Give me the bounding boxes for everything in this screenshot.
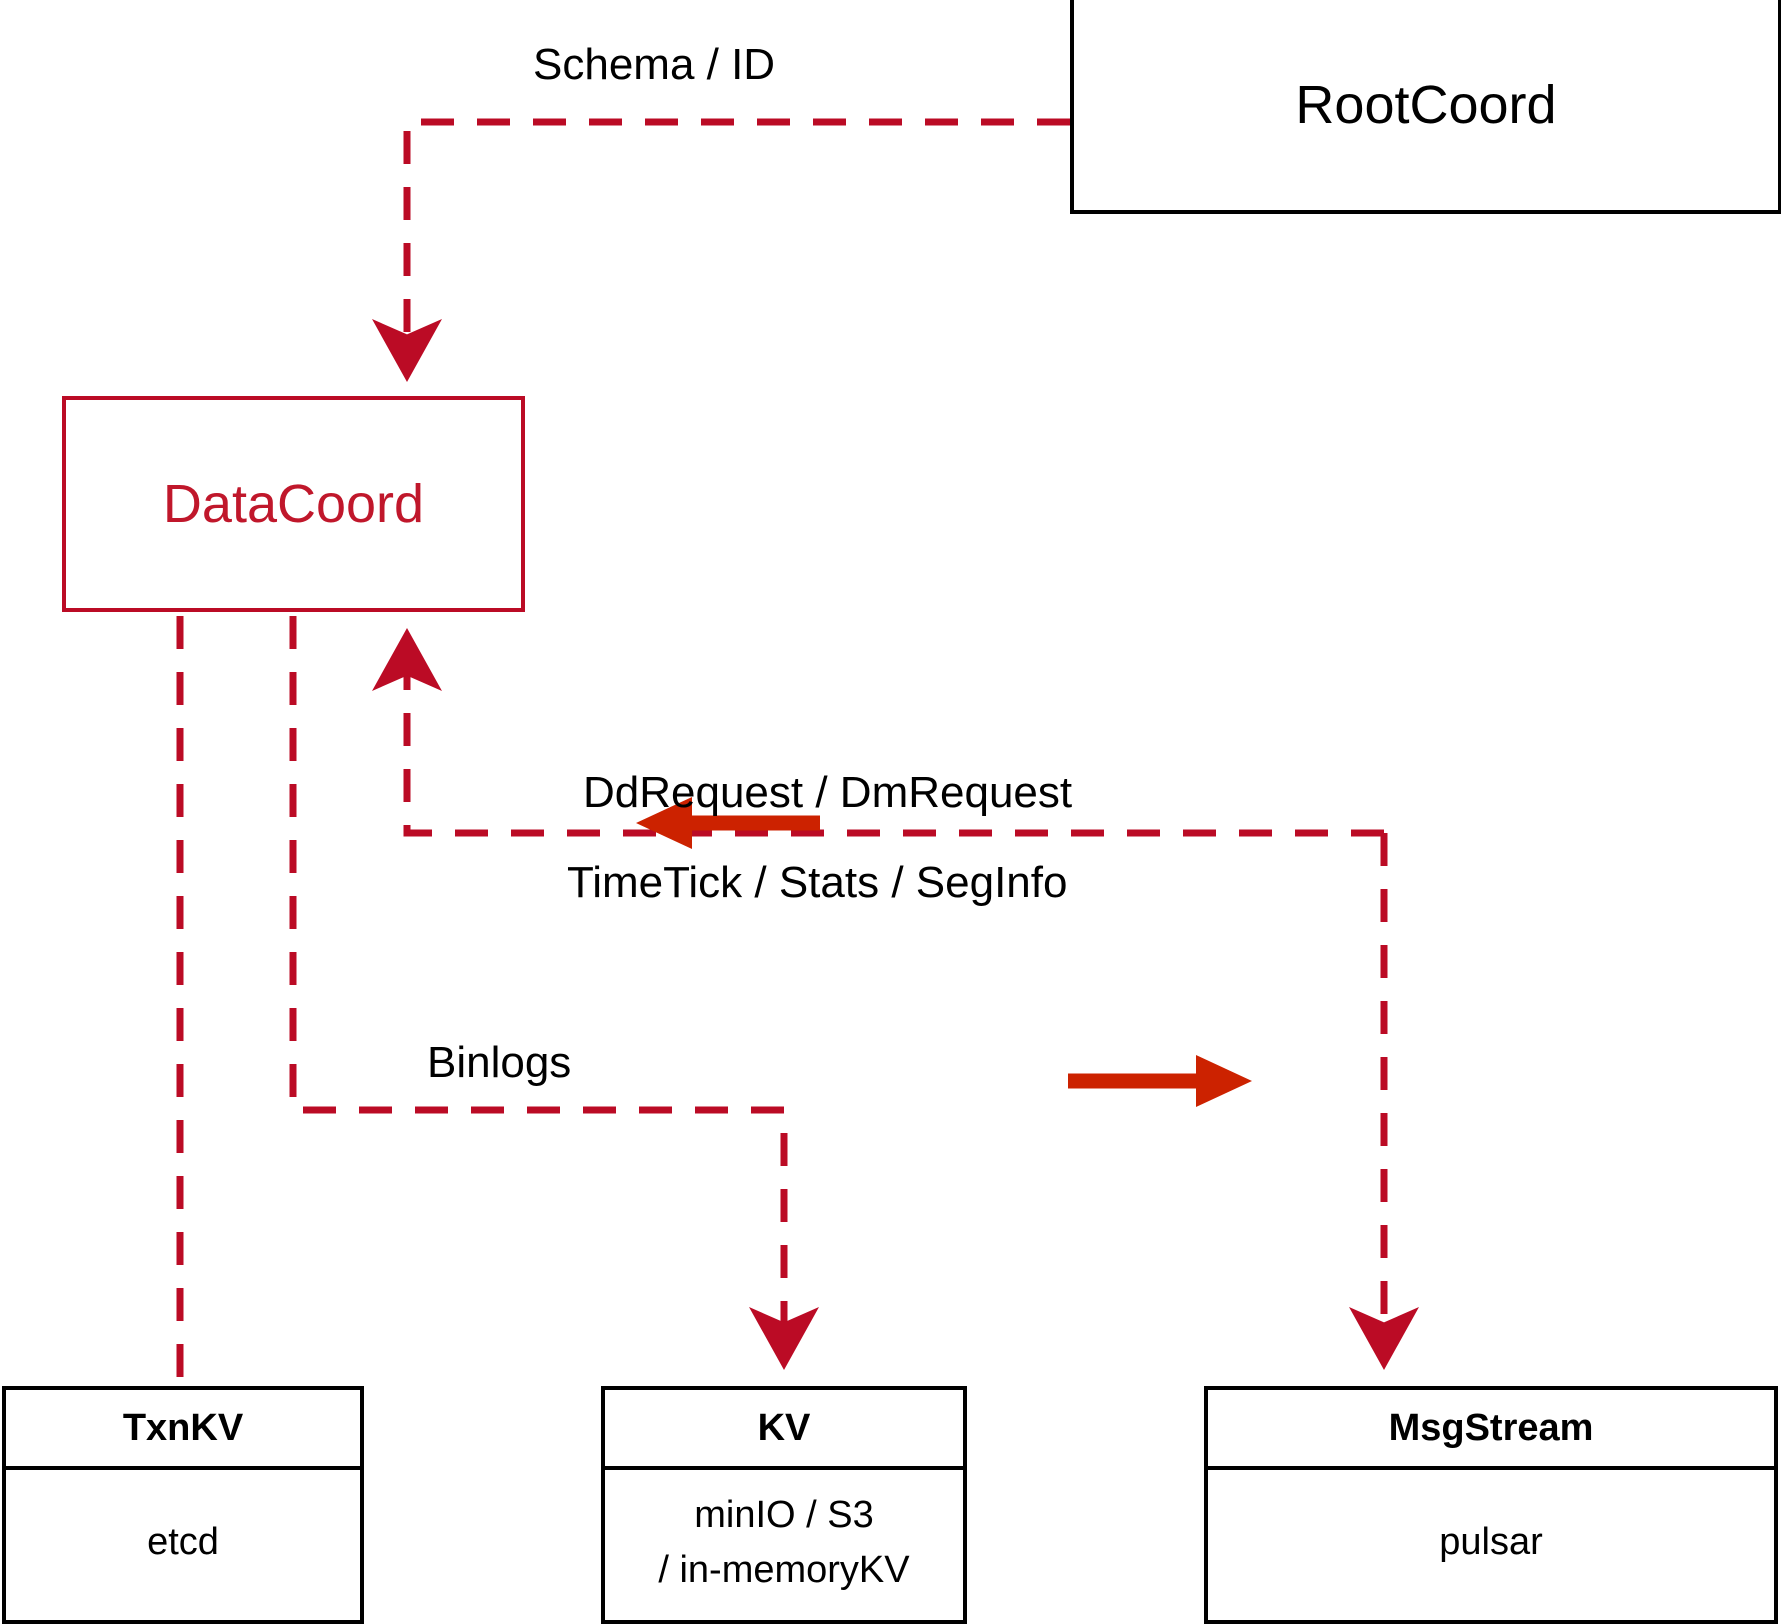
node-msgstream[interactable]: MsgStream pulsar (1204, 1386, 1778, 1624)
node-txnkv-divider (6, 1466, 360, 1470)
node-kv-sub-line1: minIO / S3 (694, 1493, 874, 1536)
direction-arrow-left-icon (636, 797, 820, 849)
node-txnkv-title: TxnKV (122, 1406, 244, 1449)
node-rootcoord-title: RootCoord (1295, 75, 1557, 135)
edge-label-ddrequest-dmrequest: DdRequest / DmRequest (583, 768, 1073, 817)
node-kv-title: KV (757, 1406, 811, 1449)
node-datacoord[interactable]: DataCoord (62, 396, 525, 612)
node-txnkv-body: etcd (6, 1470, 360, 1620)
node-msgstream-divider (1208, 1466, 1774, 1470)
node-kv[interactable]: KV minIO / S3 / in-memoryKV (601, 1386, 967, 1624)
node-txnkv-sub-line1: etcd (147, 1521, 219, 1564)
edge-label-binlogs: Binlogs (427, 1038, 572, 1087)
edge-binlogs (289, 616, 819, 1370)
node-txnkv[interactable]: TxnKV etcd (2, 1386, 364, 1624)
node-datacoord-title: DataCoord (162, 474, 425, 534)
node-kv-body: minIO / S3 / in-memoryKV (605, 1470, 963, 1620)
edge-label-schema-id: Schema / ID (533, 40, 776, 89)
node-msgstream-body: pulsar (1208, 1470, 1774, 1620)
node-kv-divider (605, 1466, 963, 1470)
edge-schema-id (372, 118, 1070, 382)
direction-arrow-right-icon (1068, 1055, 1252, 1107)
edge-ddrequest-dmrequest (372, 628, 1384, 837)
node-msgstream-title: MsgStream (1388, 1406, 1594, 1449)
node-rootcoord[interactable]: RootCoord (1070, 0, 1781, 214)
node-msgstream-sub-line1: pulsar (1439, 1521, 1543, 1564)
node-kv-sub-line2: / in-memoryKV (658, 1549, 910, 1591)
edge-label-timetick-stats-seginfo: TimeTick / Stats / SegInfo (567, 858, 1068, 907)
